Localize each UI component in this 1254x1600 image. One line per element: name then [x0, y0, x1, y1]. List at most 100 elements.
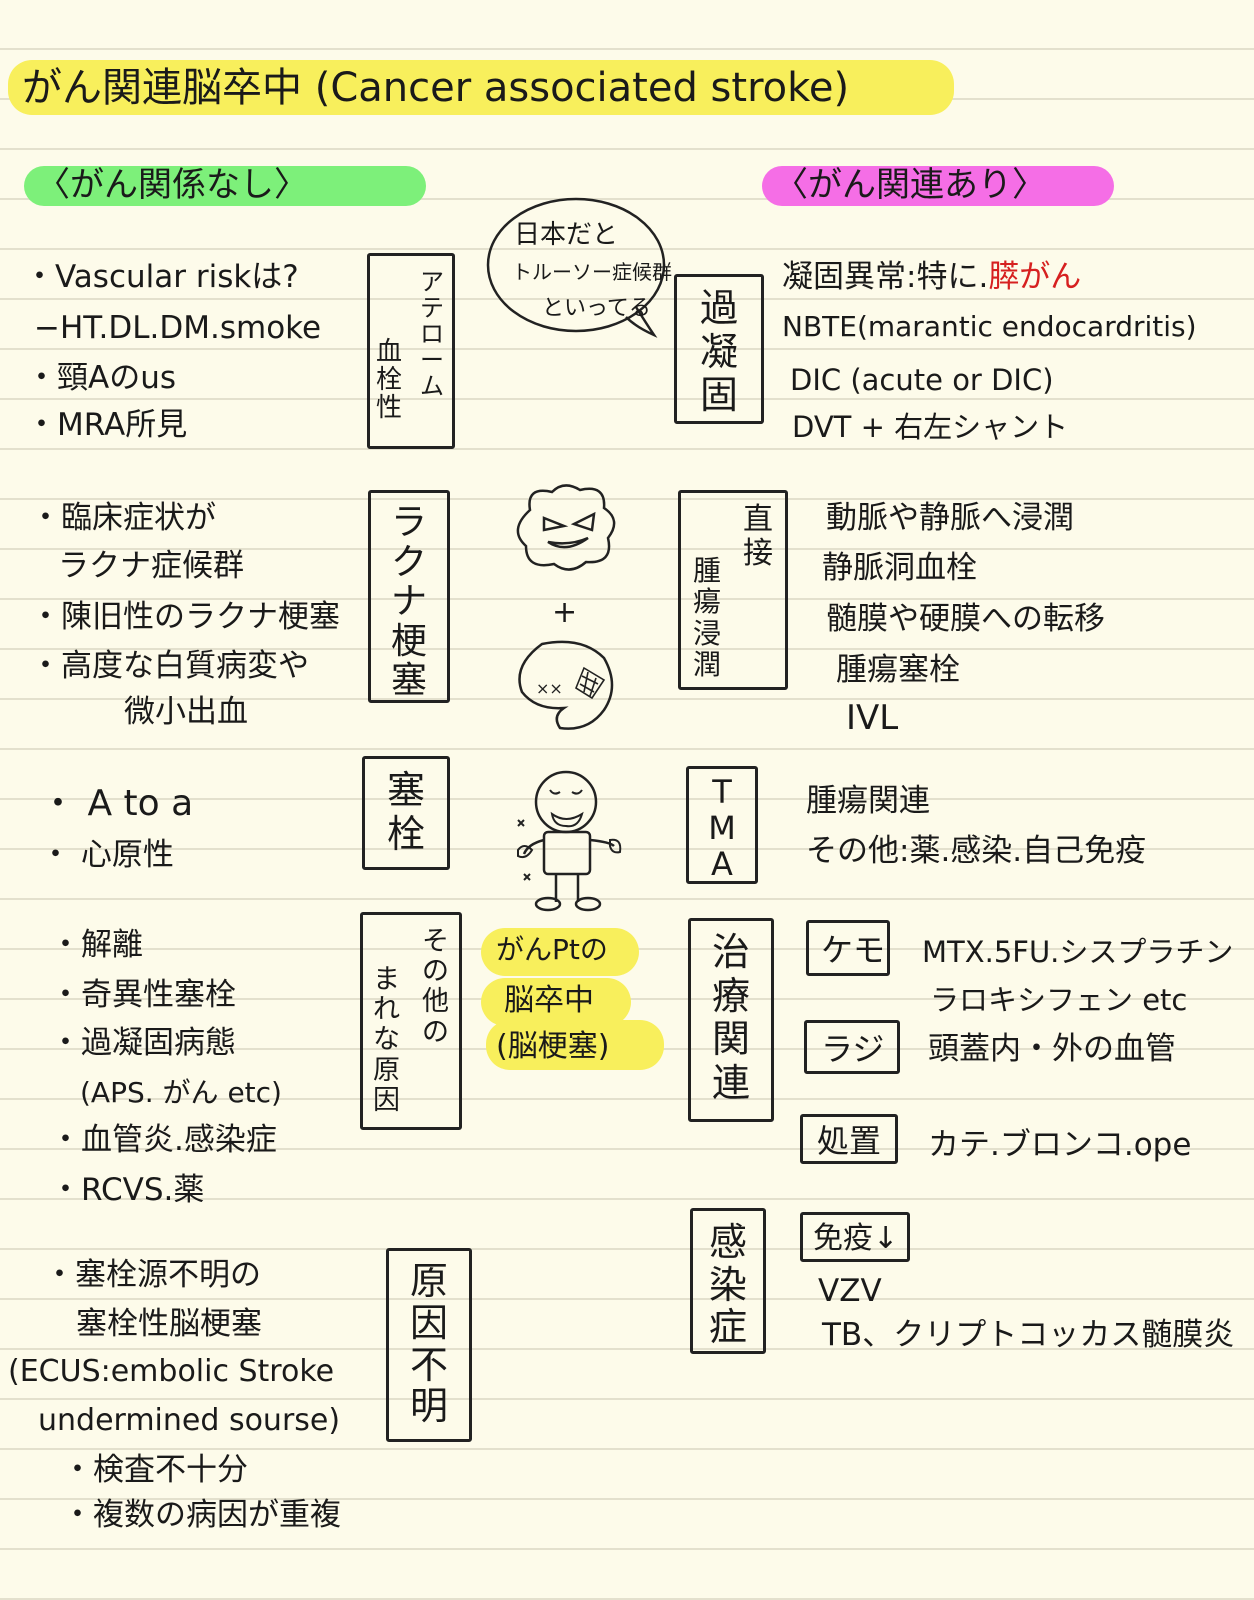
label-glyph: 症 [708, 1305, 747, 1350]
athero-line: ・Vascular riskは? [24, 259, 299, 295]
radio-tag-label: ラジ [821, 1030, 885, 1068]
procedure-tag-label: 処置 [817, 1122, 882, 1160]
lacunar-line: ラクナ症候群 [58, 548, 244, 584]
bubble-line: トルーソー症候群 [512, 260, 672, 284]
hypercoag-line-1-prefix: 凝固異常:特に. [782, 259, 989, 295]
infection-line: TB、クリプトコッカス髄膜炎 [822, 1317, 1235, 1353]
athero-label-col1: アテローム [420, 269, 444, 400]
bubble-line: 日本だと [514, 220, 619, 250]
unknown-line: ・検査不十分 [62, 1452, 248, 1488]
right-header-highlight [762, 166, 1114, 206]
hypercoag-line: DVT + 右左シャント [792, 410, 1069, 444]
athero-line: ・頸Aのus [26, 360, 177, 396]
direct-invasion-line: 動脈や静脈へ浸潤 [826, 500, 1074, 536]
label-glyph: 原 [373, 1054, 400, 1086]
tma-line: 腫瘍関連 [806, 783, 930, 819]
label-glyph: 因 [409, 1300, 448, 1345]
chemo-line: ラロキシフェン etc [930, 983, 1188, 1017]
direct-invasion-line: 腫瘍塞栓 [836, 652, 960, 688]
label-glyph: 過 [699, 286, 738, 330]
center-highlight-line: (脳梗塞) [496, 1029, 610, 1064]
label-glyph: 潤 [693, 648, 722, 682]
athero-label-box: アテローム 血栓性 [367, 253, 455, 449]
label-glyph: 治 [711, 930, 750, 974]
other-line: ・RCVS.薬 [50, 1172, 205, 1208]
chemo-tag-label: ケモ [821, 931, 886, 969]
label-glyph: テ [420, 293, 444, 322]
other-label-col2: まれな原因 [373, 964, 400, 1116]
label-glyph: れ [373, 994, 400, 1026]
label-glyph: T [712, 773, 732, 811]
label-glyph: そ [422, 926, 449, 957]
unknown-line: undermined sourse) [38, 1403, 341, 1438]
immune-tag: 免疫↓ [800, 1212, 910, 1262]
lacunar-line: ・高度な白質病変や [30, 648, 309, 684]
lacunar-label-box: ラクナ梗塞 [368, 490, 450, 703]
unknown-line: ・塞栓源不明の [44, 1257, 261, 1293]
unknown-line: (ECUS:embolic Stroke [8, 1354, 335, 1389]
title-highlight [8, 60, 954, 115]
embolic-line: ・ 心原性 [40, 837, 174, 873]
unknown-line: 塞栓性脳梗塞 [76, 1306, 262, 1342]
label-glyph: ロ [420, 319, 444, 348]
label-glyph: の [422, 956, 449, 988]
infection-label: 感染症 [693, 1221, 763, 1349]
embolic-label-box: 塞栓 [362, 756, 450, 870]
speech-bubble [486, 197, 666, 338]
hypercoag-label-box: 過凝固 [674, 274, 764, 424]
label-glyph: 療 [711, 973, 750, 1018]
unknown-label: 原因不明 [389, 1259, 469, 1428]
hypercoag-line: DIC (acute or DIC) [790, 363, 1054, 397]
label-glyph: な [373, 1024, 400, 1056]
label-glyph: 関 [711, 1017, 750, 1062]
procedure-tag: 処置 [800, 1114, 898, 1164]
chemo-tag: ケモ [806, 920, 890, 976]
procedure-line: カテ.ブロンコ.ope [928, 1127, 1192, 1163]
embolic-label: 塞栓 [365, 768, 447, 856]
direct-invasion-line: IVL [846, 698, 899, 738]
lacunar-label: ラクナ梗塞 [371, 503, 447, 701]
athero-line: ・MRA所見 [26, 407, 188, 443]
other-line: ・解離 [50, 927, 143, 963]
label-glyph: 栓 [376, 365, 403, 396]
left-header: 〈がん関係なし〉 [36, 165, 308, 205]
treatment-label-box: 治療関連 [688, 918, 774, 1122]
label-glyph: 固 [699, 373, 738, 418]
label-glyph: 直 [743, 502, 773, 537]
center-highlight-3 [486, 1020, 664, 1070]
patient-figure-icon [517, 770, 622, 912]
left-header-highlight [24, 166, 426, 206]
page-title: がん関連脳卒中 (Cancer associated stroke) [22, 65, 850, 111]
label-glyph: 連 [711, 1061, 750, 1106]
tma-line: その他:薬.感染.自己免疫 [806, 833, 1147, 869]
label-glyph: 原 [409, 1259, 448, 1303]
label-glyph: 感 [708, 1220, 747, 1264]
athero-label-col2: 血栓性 [376, 338, 402, 422]
label-glyph: 性 [376, 393, 403, 424]
unknown-label-box: 原因不明 [386, 1248, 472, 1442]
lacunar-line: ・陳旧性のラクナ梗塞 [30, 599, 340, 635]
label-glyph: 凝 [699, 329, 738, 374]
label-glyph: ー [420, 345, 444, 374]
embolic-line: ・ A to a [40, 783, 194, 824]
center-highlight-1 [481, 928, 639, 976]
direct-invasion-label-box: 直接 腫瘍浸潤 [678, 490, 788, 690]
label-glyph: 瘍 [693, 585, 722, 619]
infection-line: VZV [818, 1273, 882, 1309]
label-glyph: 栓 [386, 811, 425, 856]
clot-face-icon: ×× [518, 640, 614, 730]
label-glyph: ナ [390, 581, 427, 623]
hypercoag-label: 過凝固 [677, 286, 761, 418]
other-label-box: その他の まれな原因 [360, 912, 462, 1130]
label-glyph: 接 [743, 535, 773, 571]
infection-label-box: 感染症 [690, 1208, 766, 1354]
label-glyph: 他 [422, 986, 449, 1018]
label-glyph: 塞 [390, 660, 427, 702]
right-header: 〈がん関連あり〉 [774, 165, 1046, 205]
lacunar-line: 微小出血 [124, 694, 248, 730]
label-glyph: 血 [376, 337, 403, 367]
other-line: (APS. がん etc) [80, 1076, 282, 1109]
other-line: ・過凝固病態 [50, 1025, 236, 1061]
